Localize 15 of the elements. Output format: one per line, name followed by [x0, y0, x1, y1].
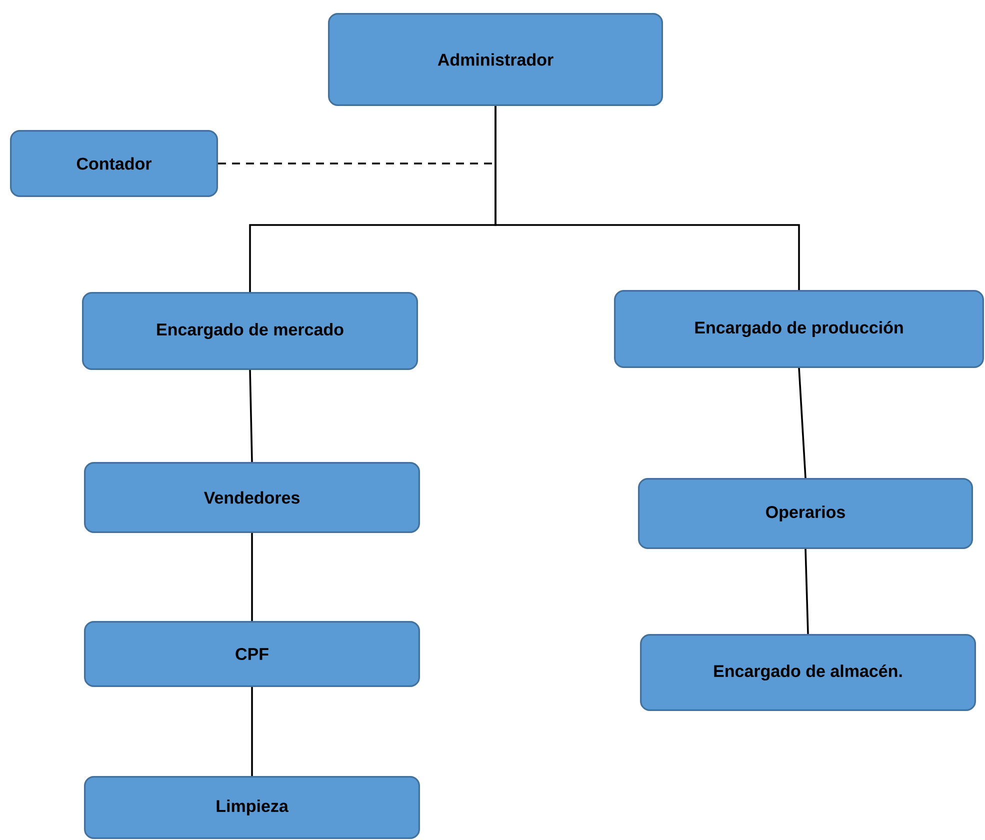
connector-line: [804, 548, 809, 634]
org-box: Encargado de almacén.: [640, 634, 976, 711]
org-box: Limpieza: [84, 776, 420, 839]
org-box: Vendedores: [84, 462, 420, 533]
org-box: Administrador: [328, 13, 663, 106]
org-box: Operarios: [638, 478, 973, 549]
connector-line: [249, 370, 253, 462]
org-box: Encargado de producción: [614, 290, 984, 368]
org-box: Contador: [10, 130, 218, 197]
connector-line: [798, 368, 806, 478]
connector-line: [494, 106, 800, 290]
org-box: Encargado de mercado: [82, 292, 418, 370]
connector-line: [251, 687, 253, 776]
org-box: CPF: [84, 621, 420, 687]
connector-line: [251, 533, 253, 621]
